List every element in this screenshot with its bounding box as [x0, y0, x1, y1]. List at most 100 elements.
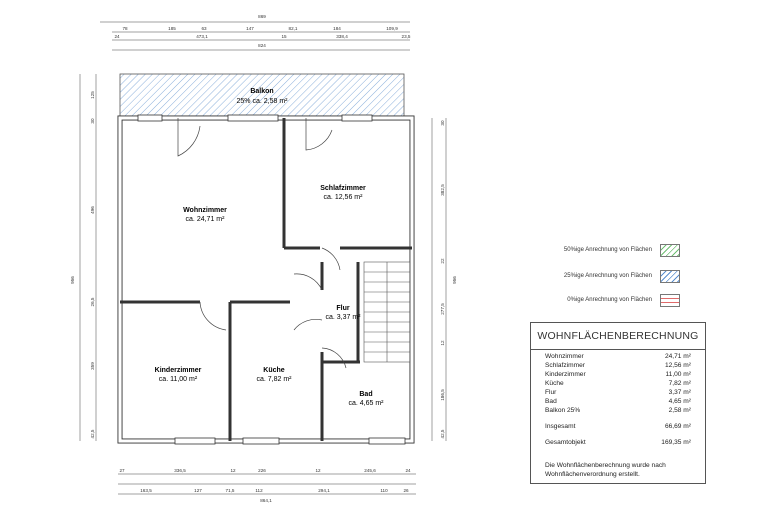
bad-name: Bad — [359, 391, 372, 398]
dim-left: 26,5 — [90, 297, 95, 306]
calc-row-value: 4,65 m² — [668, 398, 691, 405]
dim-top-1: 82,1 — [289, 26, 298, 31]
calc-row: Kinderzimmer 11,00 m² — [545, 371, 691, 380]
calc-row-value: 7,82 m² — [668, 380, 691, 387]
calc-row-name: Küche — [545, 380, 564, 387]
balkon-name: Balkon — [250, 88, 273, 95]
legend-swatch-0 — [660, 294, 680, 307]
legend-item-25: 25%ige Anrechnung von Flächen — [540, 270, 680, 284]
calc-total-name: Insgesamt — [545, 423, 576, 430]
dim-left: 42,5 — [90, 429, 95, 438]
calc-object-row: Gesamtobjekt 169,35 m² — [545, 439, 691, 448]
legend-label-25: 25%ige Anrechnung von Flächen — [563, 273, 652, 279]
calc-row-value: 24,71 m² — [664, 353, 691, 360]
dim-bottom-2: 112 — [255, 488, 263, 493]
calc-row-name: Bad — [545, 398, 557, 405]
dim-top-2: 338,4 — [336, 34, 348, 39]
schlafzimmer-area: ca. 12,56 m² — [324, 194, 364, 201]
calc-row: Flur 3,37 m² — [545, 389, 691, 398]
calc-row-value: 12,56 m² — [664, 362, 691, 369]
dim-top-total-2: 824 — [258, 43, 266, 48]
kueche-name: Küche — [263, 367, 285, 374]
dim-left-total: 956 — [70, 276, 75, 284]
balkon-area-text: 25% ca. 2,58 m² — [237, 98, 289, 105]
calc-row-value: 2,58 m² — [668, 407, 691, 414]
dim-bottom-2: 26 — [403, 488, 409, 493]
calc-object-name: Gesamtobjekt — [545, 439, 586, 446]
dim-bottom-1: 27 — [119, 468, 125, 473]
area-calculation-table: WOHNFLÄCHENBERECHNUNG Wohnzimmer 24,71 m²… — [530, 322, 706, 484]
calc-row: Wohnzimmer 24,71 m² — [545, 353, 691, 362]
floor-plan: Balkon 25% ca. 2,58 m² Wohnzimmer ca. 24… — [70, 14, 457, 503]
dim-bottom-2: 127 — [194, 488, 202, 493]
dim-top-1: 63 — [201, 26, 207, 31]
dim-right: 22 — [440, 258, 445, 264]
calc-row-value: 3,37 m² — [668, 389, 691, 396]
bad-area: ca. 4,65 m² — [348, 400, 384, 407]
flur-name: Flur — [336, 305, 349, 312]
dim-top-1: 184 — [333, 26, 341, 31]
flur-area: ca. 3,37 m² — [325, 314, 361, 321]
staircase — [363, 261, 411, 363]
kueche-area: ca. 7,82 m² — [256, 376, 292, 383]
wohnzimmer-area: ca. 24,71 m² — [186, 216, 226, 223]
dim-top-1: 78 — [122, 26, 128, 31]
wohnzimmer-name: Wohnzimmer — [183, 207, 227, 214]
legend-swatch-50 — [660, 244, 680, 257]
dim-bottom-1: 12 — [315, 468, 321, 473]
legend-label-50: 50%ige Anrechnung von Flächen — [563, 247, 652, 253]
dim-bottom-2: 110 — [380, 488, 388, 493]
calc-row-name: Flur — [545, 389, 557, 396]
calc-total-row: Insgesamt 66,69 m² — [545, 423, 691, 432]
dim-bottom-1: 12 — [230, 468, 236, 473]
dim-bottom-1: 24 — [405, 468, 411, 473]
schlafzimmer-name: Schlafzimmer — [320, 185, 366, 192]
legend-item-50: 50%ige Anrechnung von Flächen — [540, 244, 680, 258]
kinderzimmer-name: Kinderzimmer — [155, 367, 202, 374]
dim-left: 359 — [90, 362, 95, 370]
dim-left: 125 — [90, 91, 95, 99]
dim-bottom-2: 71,5 — [226, 488, 235, 493]
interior-walls — [120, 118, 412, 441]
dim-top-2: 24 — [114, 34, 120, 39]
dim-right: 42,5 — [440, 429, 445, 438]
dim-top-2: 23,5 — [402, 34, 411, 39]
calc-note: Die Wohnflächenberechnung wurde nach Woh… — [545, 462, 666, 478]
dim-bottom-1: 226 — [258, 468, 266, 473]
calc-row-name: Balkon 25% — [545, 407, 581, 414]
calc-row: Küche 7,82 m² — [545, 380, 691, 389]
dim-bottom-2: 294,1 — [318, 488, 330, 493]
dim-bottom-2: 163,5 — [140, 488, 152, 493]
dim-bottom-total: 864,1 — [260, 498, 272, 503]
balkon-area — [119, 73, 405, 117]
dim-top-2: 473,1 — [196, 34, 208, 39]
calc-row-name: Wohnzimmer — [545, 353, 584, 360]
calc-row: Bad 4,65 m² — [545, 398, 691, 407]
calc-row-value: 11,00 m² — [665, 371, 691, 378]
dim-right: 277,5 — [440, 303, 445, 315]
legend-item-0: 0%ige Anrechnung von Flächen — [540, 294, 680, 308]
windows — [137, 114, 406, 445]
dimension-lines — [79, 21, 447, 495]
dim-left: 30 — [90, 118, 95, 124]
dim-right: 12 — [440, 340, 445, 346]
dim-top-2: 15 — [281, 34, 287, 39]
calc-row: Balkon 25% 2,58 m² — [545, 407, 691, 416]
doors — [177, 118, 347, 369]
dim-top-total-1: 869 — [258, 14, 266, 19]
legend-label-0: 0%ige Anrechnung von Flächen — [567, 297, 652, 303]
calc-total-value: 66,69 m² — [664, 423, 691, 430]
legend-swatch-25 — [660, 270, 680, 283]
dim-right: 186,5 — [440, 389, 445, 401]
dim-top-1: 185 — [168, 26, 176, 31]
dim-top-1: 109,9 — [386, 26, 398, 31]
dim-left: 496 — [90, 206, 95, 214]
calc-row-name: Kinderzimmer — [545, 371, 586, 378]
kinderzimmer-area: ca. 11,00 m² — [159, 376, 198, 383]
dim-bottom-1: 245,6 — [364, 468, 376, 473]
calc-title: WOHNFLÄCHENBERECHNUNG — [531, 323, 705, 350]
dim-right: 30 — [440, 120, 445, 126]
calc-object-value: 169,35 m² — [661, 439, 691, 446]
dim-right-total: 956 — [452, 276, 457, 284]
